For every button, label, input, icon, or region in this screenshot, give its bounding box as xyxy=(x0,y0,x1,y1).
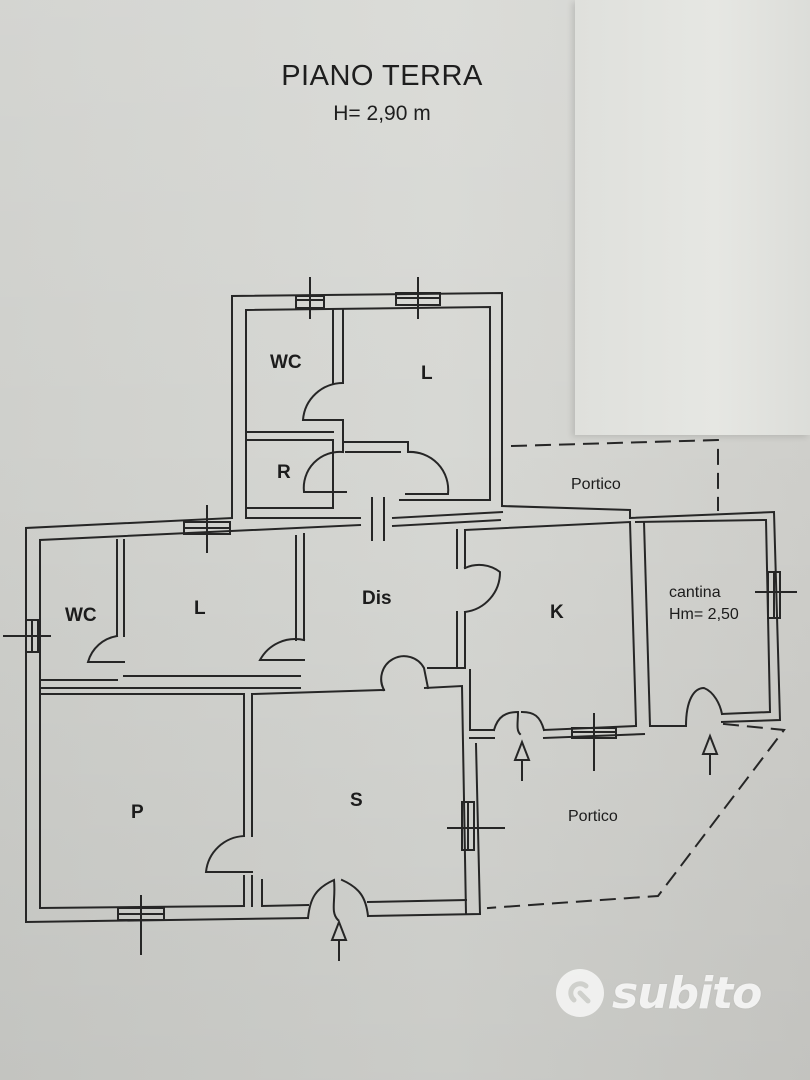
entry-arrows xyxy=(330,733,719,961)
room-label-cantina: cantina xyxy=(669,584,721,601)
room-label-portico-upper: Portico xyxy=(571,476,621,493)
subito-logo-icon xyxy=(556,969,604,1017)
plan-height: H= 2,90 m xyxy=(333,102,431,125)
plan-title: PIANO TERRA xyxy=(281,60,483,92)
subito-watermark: subito xyxy=(556,965,762,1021)
room-label-k: K xyxy=(550,602,564,623)
portico-outlines xyxy=(486,438,786,910)
windows xyxy=(3,277,797,955)
paper-edge xyxy=(575,0,810,435)
room-label-p: P xyxy=(131,802,144,823)
room-label-s: S xyxy=(350,790,363,811)
room-label-cantina-height: Hm= 2,50 xyxy=(669,606,739,623)
room-label-r: R xyxy=(277,462,291,483)
room-label-l-left: L xyxy=(194,598,206,619)
room-label-wc-left: WC xyxy=(65,605,97,626)
door-swings xyxy=(86,381,724,922)
room-label-wc-upper: WC xyxy=(270,352,302,373)
room-label-dis: Dis xyxy=(362,588,392,609)
watermark-text: subito xyxy=(612,967,762,1019)
main-block-walls xyxy=(25,504,782,924)
room-label-l-upper: L xyxy=(421,363,433,384)
room-label-portico-lower: Portico xyxy=(568,808,618,825)
upper-block-walls xyxy=(231,291,503,519)
